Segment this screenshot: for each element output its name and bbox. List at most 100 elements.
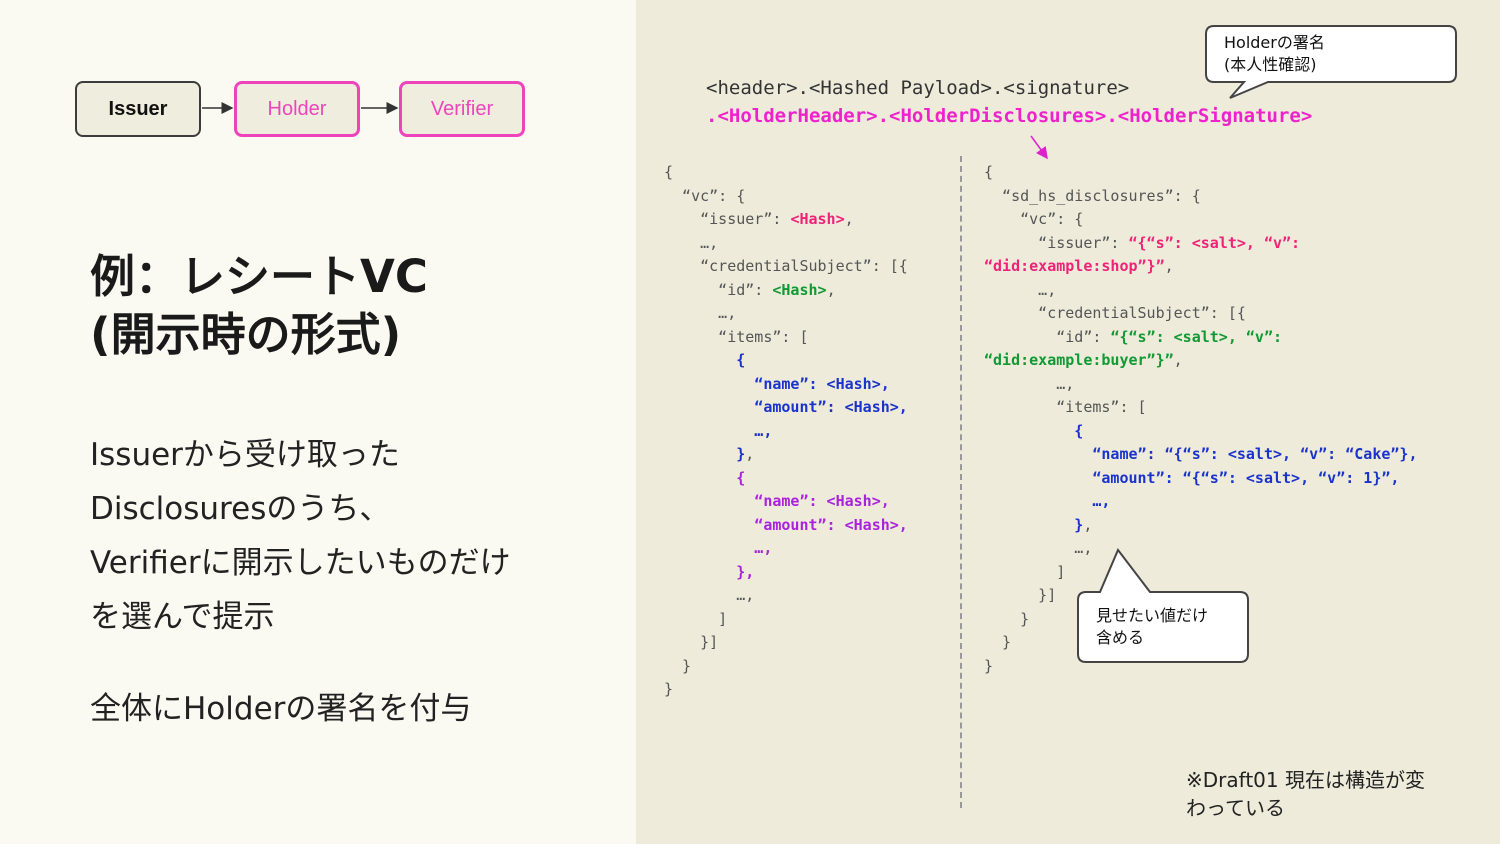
code-token: …, bbox=[664, 421, 773, 440]
code-line: }] bbox=[664, 632, 718, 652]
code-token: “items”: [ bbox=[664, 327, 809, 346]
code-line: ] bbox=[984, 562, 1065, 582]
issuer-label: Issuer bbox=[108, 97, 168, 120]
code-line: } bbox=[984, 632, 1011, 652]
code-token: { bbox=[984, 421, 1084, 440]
code-token: …, bbox=[984, 492, 1111, 510]
code-line: …, bbox=[984, 538, 1092, 558]
code-line: “credentialSubject”: [{ bbox=[664, 256, 908, 276]
code-line: “did:example:buyer”}”, bbox=[984, 350, 1183, 370]
code-token: { bbox=[664, 351, 746, 369]
code-line: “items”: [ bbox=[984, 397, 1146, 417]
code-token: “amount”: <Hash>, bbox=[664, 515, 908, 534]
code-divider bbox=[960, 156, 962, 808]
code-token: <Hash> bbox=[790, 210, 845, 228]
code-line: “name”: “{“s”: <salt>, “v”: “Cake”}, bbox=[984, 444, 1417, 464]
code-line: }] bbox=[984, 585, 1056, 605]
code-token: { bbox=[664, 468, 746, 487]
code-token: { bbox=[984, 163, 994, 181]
code-token: “name”: <Hash>, bbox=[664, 374, 890, 393]
code-token: , bbox=[1164, 257, 1174, 275]
footnote: ※Draft01 現在は構造が変 わっている bbox=[1186, 766, 1425, 822]
code-line: “amount”: <Hash>, bbox=[664, 397, 908, 417]
code-token: …, bbox=[664, 233, 719, 252]
code-token: }, bbox=[664, 562, 755, 581]
code-token: …, bbox=[984, 539, 1093, 557]
code-token: “amount”: “{“s”: <salt>, “v”: 1}”, bbox=[984, 468, 1400, 487]
code-line: { bbox=[984, 162, 993, 182]
code-token: “issuer”: bbox=[984, 233, 1129, 252]
code-line: …, bbox=[664, 303, 736, 323]
body-line: Verifierに開示したいものだけ bbox=[90, 545, 511, 581]
code-token: , bbox=[826, 280, 836, 299]
title-line-2: (開示時の形式) bbox=[90, 308, 402, 361]
slide-title: 例：レシートVC (開示時の形式) bbox=[90, 248, 428, 364]
callout-line: Holderの署名 bbox=[1224, 33, 1325, 52]
body-paragraph-2: 全体にHolderの署名を付与 bbox=[90, 691, 472, 727]
holder-label: Holder bbox=[267, 97, 327, 120]
code-line: …, bbox=[664, 538, 772, 558]
body-line: Issuerから受け取った bbox=[90, 437, 400, 473]
code-token: , bbox=[745, 445, 755, 463]
code-token: ] bbox=[984, 562, 1066, 581]
code-token: , bbox=[844, 210, 854, 228]
code-line: { bbox=[984, 421, 1083, 441]
body-line: を選んで提示 bbox=[90, 599, 275, 635]
code-line: “amount”: “{“s”: <salt>, “v”: 1}”, bbox=[984, 468, 1399, 488]
code-token: } bbox=[984, 515, 1084, 534]
code-token: <Hash> bbox=[772, 280, 827, 299]
code-token: “issuer”: bbox=[664, 210, 791, 228]
code-line: …, bbox=[984, 491, 1110, 511]
code-line: “credentialSubject”: [{ bbox=[984, 303, 1246, 323]
code-token: “did:example:shop”}” bbox=[984, 257, 1165, 275]
code-token: , bbox=[1173, 351, 1183, 369]
code-token: “{“s”: <salt>, “v”: bbox=[1128, 233, 1301, 252]
code-token: } bbox=[984, 633, 1012, 651]
code-token: }] bbox=[984, 586, 1057, 604]
code-line: …, bbox=[984, 374, 1074, 394]
code-token: “sd_hs_disclosures”: { bbox=[984, 186, 1201, 205]
issuer-box: Issuer bbox=[75, 81, 201, 137]
code-line: “did:example:shop”}”, bbox=[984, 256, 1174, 276]
code-token: …, bbox=[984, 374, 1075, 393]
code-line: { bbox=[664, 350, 745, 370]
code-line: …, bbox=[664, 585, 754, 605]
code-token: …, bbox=[984, 280, 1057, 299]
code-line: }, bbox=[984, 515, 1092, 535]
footnote-line: ※Draft01 現在は構造が変 bbox=[1186, 768, 1425, 792]
code-token: } bbox=[664, 445, 746, 463]
code-line: { bbox=[664, 162, 673, 182]
code-token: , bbox=[1083, 515, 1093, 534]
callout-holder-sig: Holderの署名 (本人性確認) bbox=[1224, 32, 1325, 76]
title-line-1: 例：レシートVC bbox=[90, 250, 428, 303]
code-token: “{“s”: <salt>, “v”: bbox=[1110, 327, 1283, 346]
code-token: { bbox=[664, 163, 674, 181]
code-token: }] bbox=[664, 633, 719, 651]
verifier-box: Verifier bbox=[399, 81, 525, 137]
code-line: “vc”: { bbox=[664, 186, 745, 206]
code-token: “vc”: { bbox=[664, 186, 746, 205]
code-token: } bbox=[984, 609, 1030, 628]
code-token: “credentialSubject”: [{ bbox=[664, 257, 908, 275]
callout-show-values: 見せたい値だけ 含める bbox=[1096, 605, 1208, 649]
callout-line: 見せたい値だけ bbox=[1096, 606, 1209, 625]
left-panel bbox=[0, 0, 636, 844]
format-line-2: .<HolderHeader>.<HolderDisclosures>.<Hol… bbox=[706, 105, 1313, 127]
code-line: “vc”: { bbox=[984, 209, 1083, 229]
body-line: Disclosuresのうち、 bbox=[90, 491, 391, 527]
verifier-label: Verifier bbox=[430, 97, 494, 120]
code-token: “id”: bbox=[664, 280, 773, 299]
code-line: } bbox=[984, 656, 993, 676]
format-line-1: <header>.<Hashed Payload>.<signature> bbox=[706, 77, 1130, 99]
code-token: …, bbox=[664, 586, 755, 604]
code-token: } bbox=[664, 656, 692, 675]
code-line: “issuer”: <Hash>, bbox=[664, 209, 854, 229]
code-token: “name”: “{“s”: <salt>, “v”: “Cake”}, bbox=[984, 445, 1418, 463]
code-line: …, bbox=[664, 421, 772, 441]
code-line: } bbox=[664, 656, 691, 676]
code-token: …, bbox=[664, 539, 773, 557]
right-panel bbox=[636, 0, 1500, 844]
callout-line: (本人性確認) bbox=[1224, 55, 1317, 74]
code-line: “items”: [ bbox=[664, 327, 809, 347]
